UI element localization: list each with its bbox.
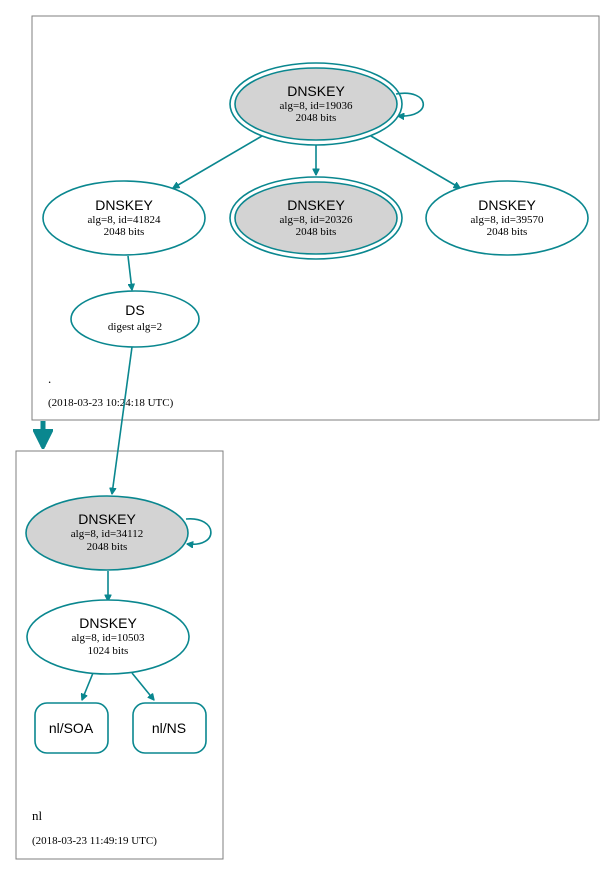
node-line: 2048 bits bbox=[296, 226, 337, 238]
edge-34112-self bbox=[186, 518, 212, 545]
node-dnskey-34112: DNSKEY alg=8, id=34112 2048 bits bbox=[25, 495, 189, 571]
edge-19036-41824 bbox=[173, 135, 263, 188]
node-fill bbox=[26, 599, 190, 675]
node-title: DS bbox=[125, 302, 144, 318]
node-title: DNSKEY bbox=[79, 615, 137, 631]
edge-ds-34112 bbox=[112, 346, 133, 494]
zone-name-nl: nl bbox=[32, 808, 43, 823]
node-title: DNSKEY bbox=[478, 197, 536, 213]
zone-timestamp-nl: (2018-03-23 11:49:19 UTC) bbox=[32, 835, 157, 847]
node-dnskey-10503: DNSKEY alg=8, id=10503 1024 bits bbox=[26, 599, 190, 675]
node-line: alg=8, id=39570 bbox=[471, 214, 544, 226]
node-title: nl/SOA bbox=[49, 720, 94, 736]
node-fill bbox=[34, 702, 109, 754]
node-line: 1024 bits bbox=[88, 645, 129, 657]
edge-10503-soa bbox=[82, 672, 94, 700]
edge-19036-self bbox=[395, 92, 425, 116]
node-fill bbox=[425, 180, 589, 256]
edge-19036-39570 bbox=[370, 135, 460, 188]
node-line: 2048 bits bbox=[487, 226, 528, 238]
node-title: DNSKEY bbox=[95, 197, 153, 213]
edge-41824-ds bbox=[127, 255, 132, 290]
node-dnskey-39570: DNSKEY alg=8, id=39570 2048 bits bbox=[425, 180, 589, 256]
node-outline bbox=[229, 62, 403, 146]
node-line: digest alg=2 bbox=[108, 321, 162, 333]
node-title: DNSKEY bbox=[287, 83, 345, 99]
node-title: DNSKEY bbox=[287, 197, 345, 213]
node-fill bbox=[234, 181, 398, 255]
node-nl-soa: nl/SOA bbox=[34, 702, 109, 754]
node-nl-ns: nl/NS bbox=[132, 702, 207, 754]
node-fill bbox=[42, 180, 206, 256]
node-line: alg=8, id=19036 bbox=[280, 100, 353, 112]
zone-box-root bbox=[31, 15, 600, 421]
node-line: alg=8, id=34112 bbox=[71, 528, 144, 540]
node-line: 2048 bits bbox=[104, 226, 145, 238]
node-title: nl/NS bbox=[152, 720, 186, 736]
node-dnskey-41824: DNSKEY alg=8, id=41824 2048 bits bbox=[42, 180, 206, 256]
zone-box-nl bbox=[15, 450, 224, 860]
zone-name-root: . bbox=[48, 371, 51, 386]
node-fill bbox=[132, 702, 207, 754]
node-line: alg=8, id=10503 bbox=[72, 632, 145, 644]
node-line: 2048 bits bbox=[296, 112, 337, 124]
node-line: 2048 bits bbox=[87, 541, 128, 553]
node-line: alg=8, id=20326 bbox=[280, 214, 353, 226]
node-dnskey-20326: DNSKEY alg=8, id=20326 2048 bits bbox=[229, 176, 403, 260]
zone-timestamp-root: (2018-03-23 10:24:18 UTC) bbox=[48, 397, 174, 409]
node-ds: DS digest alg=2 bbox=[70, 290, 200, 348]
node-fill bbox=[70, 290, 200, 348]
node-line: alg=8, id=41824 bbox=[88, 214, 161, 226]
node-outline bbox=[229, 176, 403, 260]
node-title: DNSKEY bbox=[78, 511, 136, 527]
node-fill bbox=[234, 67, 398, 141]
node-dnskey-19036: DNSKEY alg=8, id=19036 2048 bits bbox=[229, 62, 403, 146]
edge-10503-ns bbox=[131, 672, 154, 700]
node-fill bbox=[25, 495, 189, 571]
